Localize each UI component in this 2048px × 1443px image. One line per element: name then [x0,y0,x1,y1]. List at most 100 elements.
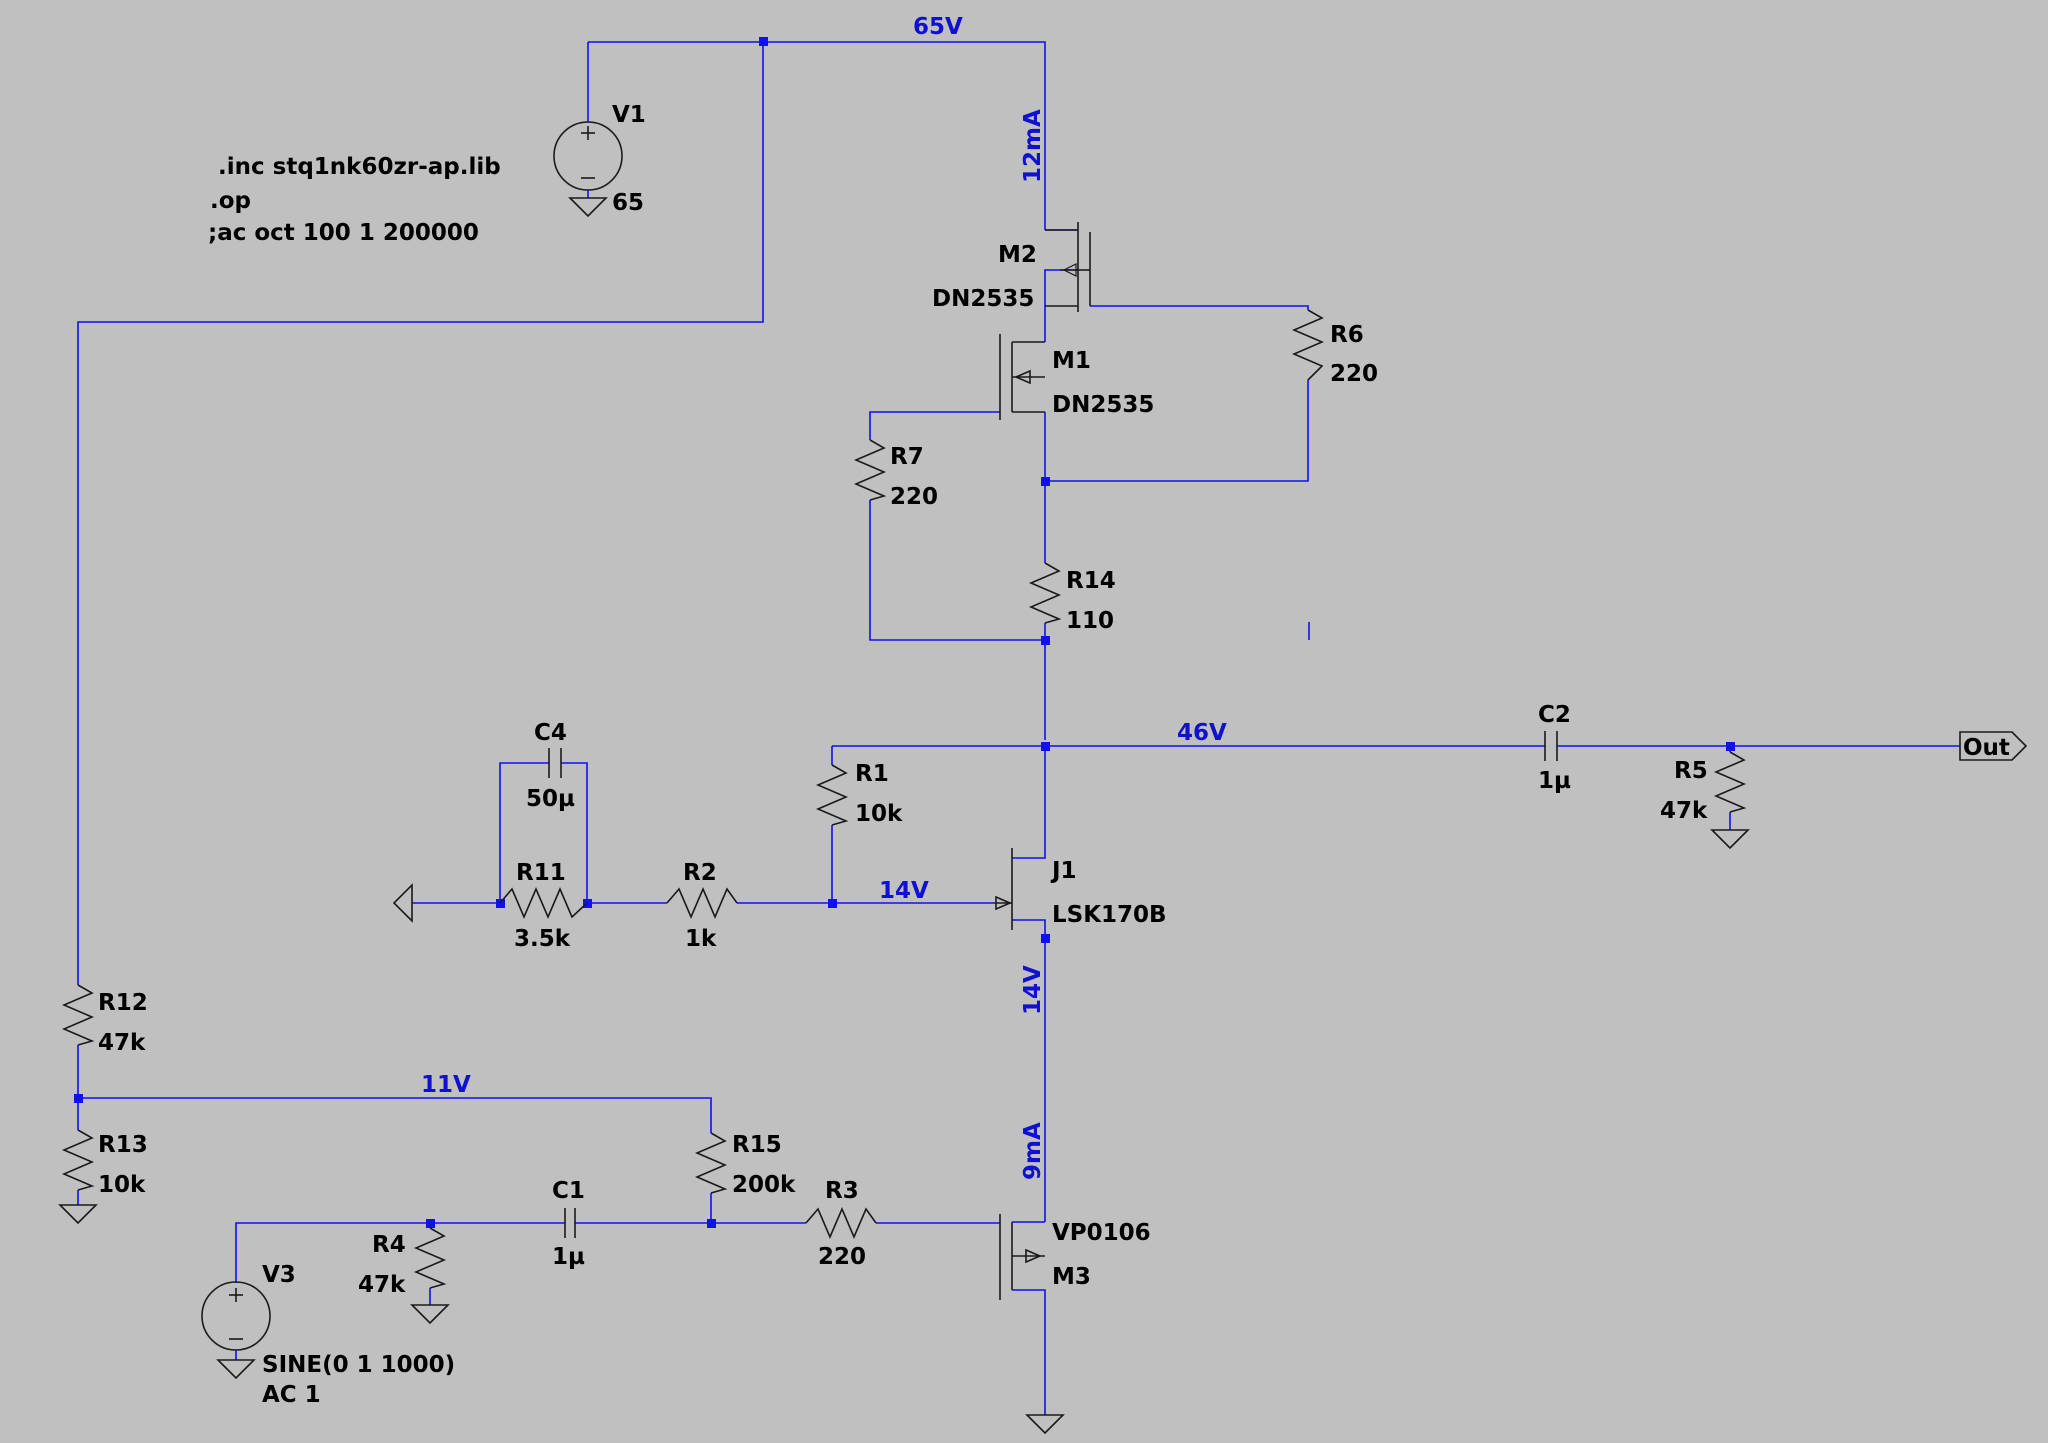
resistor-r4 [413,1227,447,1289]
r2-name: R2 [683,860,717,886]
r1-value: 10k [855,801,903,827]
wire-j1-drain [1012,746,1046,859]
v3-ac: AC 1 [262,1382,321,1408]
r4-name: R4 [372,1232,406,1258]
capacitor-c1 [564,1208,576,1238]
output-label: Out [1963,735,2010,761]
resistor-r2 [666,886,738,920]
m2-name: M2 [998,242,1037,268]
wire-c4-left [499,762,549,903]
capacitor-c2 [1544,731,1558,761]
wire-top-rail [588,41,1046,230]
resistor-r11 [499,886,588,920]
annotation-14v-source: 14V [1020,965,1046,1015]
v1-value: 65 [612,190,644,216]
c4-value: 50µ [526,786,575,812]
ground-icon [1710,829,1750,850]
r5-value: 47k [1660,798,1708,824]
resistor-r12 [61,984,95,1046]
r14-name: R14 [1066,568,1116,594]
resistor-r1 [815,764,849,826]
m2-model: DN2535 [932,286,1034,312]
r14-value: 110 [1066,608,1114,634]
r15-name: R15 [732,1132,782,1158]
junction [828,899,837,908]
r1-name: R1 [855,761,889,787]
ground-icon [410,1304,450,1325]
r13-value: 10k [98,1172,146,1198]
v3-name: V3 [262,1262,296,1288]
m1-name: M1 [1052,348,1091,374]
r15-value: 200k [732,1172,796,1198]
mosfet-m2 [1045,222,1091,312]
ground-icon [392,883,413,923]
resistor-r7 [853,439,887,501]
junction [1041,934,1050,943]
c1-value: 1µ [552,1244,585,1270]
junction [1041,742,1050,751]
c1-name: C1 [552,1178,585,1204]
c2-value: 1µ [1538,768,1571,794]
op-annotations: 65V 46V 14V 11V 12mA 14V 9mA [421,14,1227,1180]
ground-icon [58,1204,98,1225]
r3-value: 220 [818,1244,866,1270]
r11-name: R11 [516,860,566,886]
m3-model: VP0106 [1052,1220,1151,1246]
resistor-r5 [1713,751,1747,813]
directive-ac: ;ac oct 100 1 200000 [208,220,479,246]
wire-r7-loop [869,411,1000,440]
mosfet-m3 [999,1214,1045,1300]
wire-input [235,1222,565,1283]
r7-value: 220 [890,484,938,510]
wire-r6-bottom [1045,380,1309,482]
directive-op: .op [210,188,251,214]
v1-name: V1 [612,102,646,128]
r13-name: R13 [98,1132,148,1158]
junctions [74,37,1735,1228]
junction [759,37,768,46]
capacitors [548,731,1558,1238]
annotation-9ma: 9mA [1020,1122,1046,1180]
annotation-65v: 65V [913,14,963,40]
voltage-source-v1 [553,121,623,198]
resistor-r14 [1028,562,1062,624]
r5-name: R5 [1674,758,1708,784]
jfet-j1 [995,848,1013,930]
r4-value: 47k [358,1272,406,1298]
m1-model: DN2535 [1052,392,1154,418]
junction [74,1094,83,1103]
r6-value: 220 [1330,361,1378,387]
junction [707,1219,716,1228]
annotation-14v-gate: 14V [879,878,929,904]
junction [1041,636,1050,645]
resistor-r6 [1291,309,1325,381]
wire-r7-bottom [869,500,1045,641]
j1-name: J1 [1050,858,1077,884]
junction [426,1219,435,1228]
r7-name: R7 [890,444,924,470]
grounds [58,197,1750,1435]
annotation-46v: 46V [1177,720,1227,746]
resistor-r15 [694,1132,728,1194]
wire-j1-source [1012,919,1046,1222]
spice-directives: .inc stq1nk60zr-ap.lib .op ;ac oct 100 1… [208,154,501,246]
directive-include: .inc stq1nk60zr-ap.lib [218,154,501,180]
r12-name: R12 [98,990,148,1016]
transistors [995,222,1091,1300]
c4-name: C4 [534,720,567,746]
component-labels: V1 65 M2 DN2535 M1 DN2535 R6 220 R7 220 … [98,102,1708,1408]
wire-11v [78,1097,712,1133]
ground-icon [1025,1414,1065,1435]
wire-rail-to-left [77,42,764,985]
r12-value: 47k [98,1030,146,1056]
resistor-r3 [805,1206,877,1240]
capacitor-c4 [548,748,562,778]
r6-name: R6 [1330,322,1364,348]
ground-icon [568,197,608,218]
output-port-icon [1959,731,2028,761]
output-port: Out [1959,731,2028,761]
resistors [61,309,1747,1289]
wire-m3-source [1012,1289,1046,1415]
junction [496,899,505,908]
